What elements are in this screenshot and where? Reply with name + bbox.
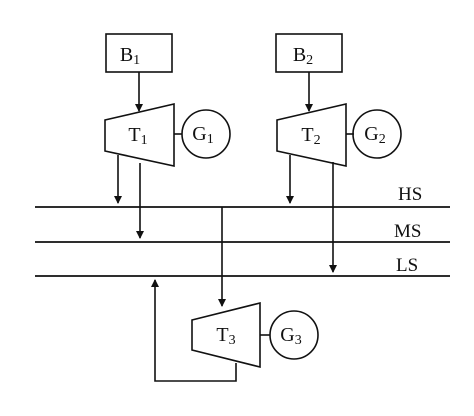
generator-g1-circle xyxy=(181,109,231,159)
boiler-b1-label: B1 xyxy=(120,44,140,68)
generator-g2-label: G2 xyxy=(364,123,385,147)
turbine-t3-shape xyxy=(191,301,261,369)
t3-exhaust-to-ls-arrow xyxy=(151,279,237,382)
turbine-t3-label: T3 xyxy=(216,324,235,348)
boiler-b2-label: B2 xyxy=(293,44,313,68)
hs-label: HS xyxy=(398,184,422,205)
ms-label: MS xyxy=(394,221,421,242)
generator-g3-label: G3 xyxy=(280,324,301,348)
turbine-t2-label: T2 xyxy=(301,124,320,148)
turbine-t1-shape xyxy=(104,102,175,167)
generator-g2-circle xyxy=(352,109,402,159)
turbine-t2-shape xyxy=(276,102,347,167)
ls-label: LS xyxy=(396,255,418,276)
generator-g3-circle xyxy=(269,310,319,360)
generator-g1-label: G1 xyxy=(192,123,213,147)
turbine-t1-label: T1 xyxy=(128,124,147,148)
